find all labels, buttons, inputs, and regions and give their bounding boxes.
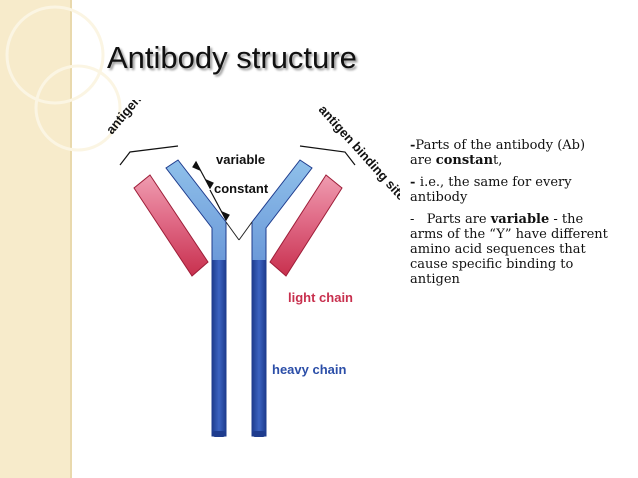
slide-side-divider <box>70 0 72 478</box>
variable-label: variable <box>216 152 265 167</box>
bullet-item-2: - i.e., the same for every antibody <box>410 175 610 205</box>
bullet-marker: - <box>410 138 416 153</box>
light-chain-left <box>133 174 209 277</box>
heavy-chain-end-left <box>212 431 226 437</box>
bullet-list: -Parts of the antibody (Ab) are constant… <box>410 138 610 294</box>
hinge-line-right <box>238 221 253 241</box>
antibody-diagram: antigen binding site antigen binding sit… <box>103 100 400 437</box>
bullet-bold-term: constan <box>435 153 494 168</box>
bullet-item-1: -Parts of the antibody (Ab) are constant… <box>410 138 610 168</box>
bullet-text: i.e., the same for every antibody <box>410 175 572 205</box>
heavy-chain-end-right <box>252 431 266 437</box>
bullet-marker: - <box>410 175 420 190</box>
constant-label: constant <box>214 181 269 196</box>
slide-title: Antibody structure <box>107 40 357 75</box>
hinge-line-left <box>225 221 240 241</box>
variable-region-pointer <box>192 160 214 190</box>
heavy-chain-stem-left <box>212 260 226 436</box>
heavy-chain-label: heavy chain <box>272 362 346 377</box>
bullet-marker: - <box>410 212 427 227</box>
decorative-circles <box>5 5 122 152</box>
light-chain-label: light chain <box>288 290 353 305</box>
heavy-chain-stem-right <box>252 260 266 436</box>
bullet-suffix: t, <box>493 153 503 168</box>
light-chain-right <box>269 174 343 277</box>
bullet-text: Parts are <box>426 212 491 227</box>
binding-site-bracket-left <box>119 145 179 166</box>
bullet-bold-term: variable <box>490 212 550 227</box>
antigen-binding-site-label-left: antigen binding site <box>103 100 193 137</box>
constant-region-pointer <box>209 189 230 222</box>
bullet-text: Parts of the antibody (Ab) are <box>410 138 586 168</box>
bullet-suffix: - the arms of the “Y” have different ami… <box>410 212 608 287</box>
binding-site-bracket-right <box>299 145 356 166</box>
slide-side-band <box>0 0 70 478</box>
bullet-item-3: - Parts are variable - the arms of the “… <box>410 212 610 287</box>
